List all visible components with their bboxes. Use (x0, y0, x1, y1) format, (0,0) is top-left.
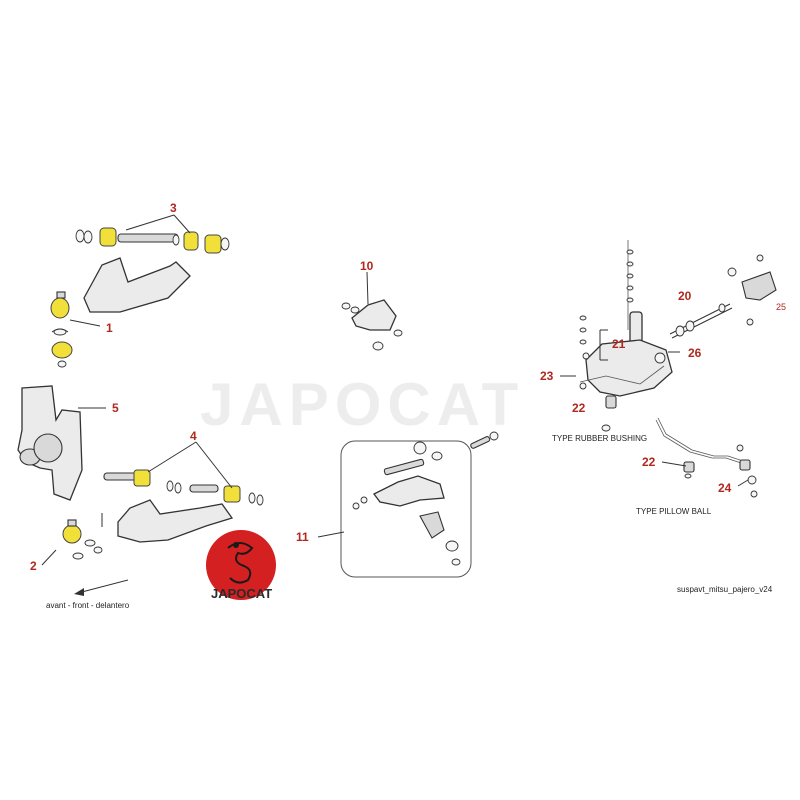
callout-22-pillow: 22 (642, 455, 656, 469)
leader-4b (195, 441, 233, 489)
callout-22-rubber: 22 (572, 401, 586, 415)
callout-1: 1 (106, 321, 113, 335)
watermark-text: JAPOCAT (200, 371, 524, 438)
logo-text: JAPOCAT (211, 586, 272, 601)
exploded-view-box (340, 440, 472, 578)
stabilizer-rubber-bushing (579, 315, 673, 432)
callout-26: 26 (688, 346, 702, 360)
shock-absorber (626, 240, 643, 349)
lower-ball-joint (62, 513, 103, 560)
callout-23: 23 (540, 369, 554, 383)
leader-10 (366, 271, 369, 305)
callout-21: 21 (612, 337, 626, 351)
upper-arm-shaft-assembly (75, 227, 230, 254)
bolt-assembly (470, 431, 499, 449)
upper-arm-exploded-assembly (352, 441, 461, 566)
caption-pillow-ball: TYPE PILLOW BALL (636, 507, 712, 516)
leader-11 (317, 531, 345, 538)
front-direction-arrow (77, 579, 129, 594)
arrow-head-icon (74, 588, 84, 596)
stabilizer-pillow-ball (655, 417, 758, 498)
leader-24 (737, 479, 749, 487)
direction-label: avant - front - delantero (46, 601, 130, 610)
callout-24: 24 (718, 481, 732, 495)
japocat-logo: JAPOCAT (206, 530, 276, 601)
callout-3: 3 (170, 201, 177, 215)
lower-control-arm (117, 499, 234, 543)
leader-1 (69, 319, 101, 327)
callout-25: 25 (776, 302, 786, 312)
callout-11: 11 (296, 530, 309, 544)
leader-3b (173, 214, 191, 234)
callout-2: 2 (30, 559, 37, 573)
leader-3a (125, 214, 175, 231)
strut-bar (669, 254, 777, 339)
upper-control-arm (83, 257, 191, 313)
leader-2 (41, 549, 57, 566)
reference-code: suspavt_mitsu_pajero_v24 (677, 585, 773, 594)
lower-arm-shaft-assembly (103, 469, 264, 506)
caption-rubber-bushing: TYPE RUBBER BUSHING (552, 434, 647, 443)
upper-arm-mini-assembly (341, 299, 403, 351)
leader-22 (661, 461, 687, 467)
upper-ball-joint (50, 291, 73, 368)
callout-10: 10 (360, 259, 374, 273)
leader-4a (147, 441, 197, 473)
callout-20: 20 (678, 289, 692, 303)
callout-4: 4 (190, 429, 197, 443)
callout-5: 5 (112, 401, 119, 415)
